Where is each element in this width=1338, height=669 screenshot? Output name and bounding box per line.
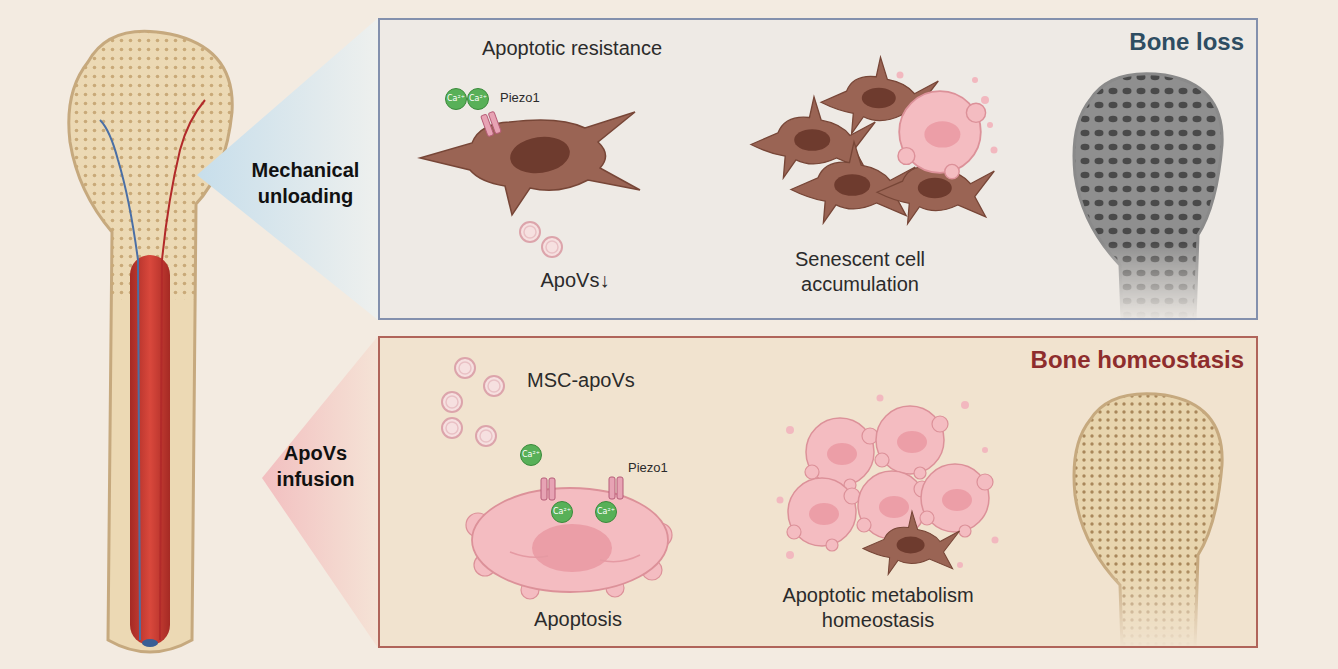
panel-ground xyxy=(378,336,1258,648)
ion-circle: Ca²⁺ xyxy=(551,501,573,523)
pointer-wedge: ApoVs infusion xyxy=(195,336,378,648)
channel-label: Piezo1 xyxy=(628,460,668,476)
healthy-bone xyxy=(1074,394,1222,648)
senescent-cluster xyxy=(751,57,998,224)
ion-circle: Ca²⁺ xyxy=(595,501,617,523)
piezo1-channel xyxy=(481,111,502,136)
resistant-cell xyxy=(420,111,640,215)
apoptotic-vesicle xyxy=(520,222,540,242)
apoptotic-vesicle xyxy=(542,237,562,257)
apoptotic-cell xyxy=(466,477,672,599)
wedge-label: Mechanical unloading xyxy=(233,157,378,209)
ion-circle: Ca²⁺ xyxy=(445,88,467,110)
osteoporotic-bone xyxy=(1074,74,1222,320)
panel-heading: Bone homeostasis xyxy=(1031,346,1244,374)
stage-label: ApoVs↓ xyxy=(495,268,655,293)
wedge-fill xyxy=(197,18,378,320)
ion-label: Ca²⁺ xyxy=(597,508,615,516)
femur-illustration xyxy=(69,31,232,652)
ion-label: Ca²⁺ xyxy=(553,508,571,516)
panel-heading: Bone loss xyxy=(1129,28,1244,56)
stage-label: Apoptotic resistance xyxy=(442,36,702,61)
wedge-label: ApoVs infusion xyxy=(253,440,378,492)
stage-label: MSC-apoVs xyxy=(527,368,635,393)
stage-label: Apoptotic metabolism homeostasis xyxy=(761,583,996,633)
panel-ground xyxy=(378,18,1258,320)
ion-label: Ca²⁺ xyxy=(447,95,465,103)
ion-circle: Ca²⁺ xyxy=(467,88,489,110)
ion-label: Ca²⁺ xyxy=(522,451,540,459)
stage-label: Apoptosis xyxy=(498,607,658,632)
wedge-shape xyxy=(195,336,378,648)
apoptotic-cluster xyxy=(777,395,999,575)
ion-label: Ca²⁺ xyxy=(469,95,487,103)
piezo1-channel xyxy=(541,477,623,500)
ion-circle: Ca²⁺ xyxy=(520,444,542,466)
channel-label: Piezo1 xyxy=(500,90,540,106)
msc-apovs xyxy=(442,358,504,446)
wedge-fill xyxy=(262,336,378,648)
stage-label: Senescent cell accumulation xyxy=(760,247,960,297)
pointer-wedge: Mechanical unloading xyxy=(195,18,378,320)
